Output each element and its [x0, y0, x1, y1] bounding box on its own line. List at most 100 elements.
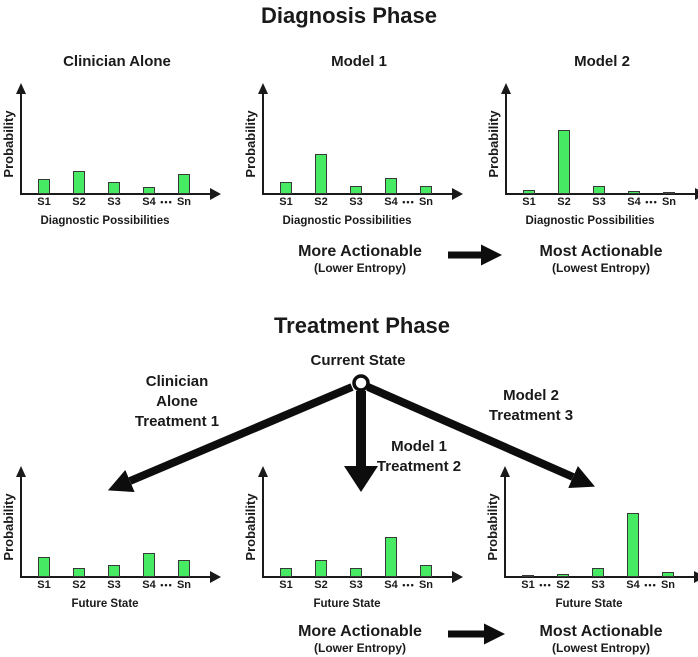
- ellipsis-dots: •••: [539, 580, 552, 590]
- x-axis: [262, 576, 453, 578]
- most-actionable-caption-treatment: Most Actionable (Lowest Entropy): [501, 622, 698, 655]
- treatment-phase-title: Treatment Phase: [273, 313, 451, 338]
- tick-label-S3: S3: [349, 196, 363, 208]
- lowest-entropy-label: (Lowest Entropy): [552, 641, 650, 655]
- tick-label-S1: S1: [522, 196, 536, 208]
- tick-label-S4: S4: [627, 196, 641, 208]
- current-state-node: [352, 374, 370, 392]
- bar-Sn: [178, 560, 190, 577]
- bar-S4: [143, 553, 155, 577]
- tick-label-S1: S1: [37, 579, 51, 591]
- y-axis-arrowhead-icon: [16, 466, 26, 477]
- bar-S3: [593, 186, 605, 194]
- tick-label-Sn: Sn: [176, 196, 192, 208]
- most-actionable-label: Most Actionable: [539, 243, 663, 260]
- branch-label-line: Model 1: [391, 438, 447, 455]
- more-actionable-caption-treatment: More Actionable (Lower Entropy): [260, 622, 460, 655]
- tick-label-S4: S4: [384, 196, 398, 208]
- branch-label-model-2-treatment-3: Model 2 Treatment 3: [431, 386, 631, 426]
- x-axis: [20, 576, 211, 578]
- x-axis: [262, 193, 453, 195]
- bar-S4: [385, 178, 397, 194]
- x-axis-arrowhead-icon: [695, 188, 698, 200]
- bar-S4: [628, 191, 640, 194]
- tick-label-S1: S1: [37, 196, 51, 208]
- bar-Sn: [178, 174, 190, 194]
- tick-label-Sn: Sn: [660, 579, 676, 591]
- branch-label-line: Alone: [156, 393, 198, 410]
- plot-area: [243, 84, 467, 194]
- bar-S1: [38, 179, 50, 194]
- x-axis-arrowhead-icon: [210, 188, 221, 200]
- y-axis-arrowhead-icon: [258, 83, 268, 94]
- bar-S2: [315, 560, 327, 577]
- y-axis-arrowhead-icon: [501, 83, 511, 94]
- tick-label-S3: S3: [349, 579, 363, 591]
- bar-S1: [522, 575, 534, 577]
- more-actionable-label: More Actionable: [298, 623, 422, 640]
- x-axis-title: Future State: [71, 598, 139, 610]
- tick-label-S2: S2: [72, 579, 86, 591]
- bar-S2: [73, 568, 85, 577]
- x-axis: [505, 193, 696, 195]
- tick-label-S2: S2: [556, 579, 570, 591]
- more-actionable-label: More Actionable: [298, 243, 422, 260]
- ellipsis-dots: •••: [402, 197, 415, 207]
- tick-label-S4: S4: [142, 579, 156, 591]
- bar-S4: [143, 187, 155, 194]
- x-axis-title: Diagnostic Possibilities: [525, 215, 655, 227]
- ellipsis-dots: •••: [644, 580, 657, 590]
- x-axis: [20, 193, 211, 195]
- tick-label-S4: S4: [626, 579, 640, 591]
- tick-label-S2: S2: [557, 196, 571, 208]
- tick-label-Sn: Sn: [661, 196, 677, 208]
- bar-S1: [523, 190, 535, 194]
- tick-label-Sn: Sn: [176, 579, 192, 591]
- tick-label-S3: S3: [592, 196, 606, 208]
- chart-title: Clinician Alone: [63, 53, 171, 70]
- x-axis-title: Future State: [555, 598, 623, 610]
- x-axis-title: Diagnostic Possibilities: [40, 215, 170, 227]
- bar-Sn: [663, 192, 675, 194]
- plot-area: [485, 467, 698, 577]
- bar-S1: [38, 557, 50, 577]
- y-axis: [505, 92, 507, 194]
- tick-label-S1: S1: [279, 196, 293, 208]
- bar-S1: [280, 182, 292, 194]
- bar-S4: [627, 513, 639, 577]
- most-actionable-label: Most Actionable: [539, 623, 663, 640]
- tick-label-S2: S2: [314, 196, 328, 208]
- lowest-entropy-label: (Lowest Entropy): [552, 261, 650, 275]
- branch-label-line: Clinician: [145, 373, 209, 390]
- y-axis: [20, 475, 22, 577]
- chart-title: Model 1: [331, 53, 387, 70]
- tick-label-Sn: Sn: [418, 579, 434, 591]
- plot-area: [486, 84, 698, 194]
- y-axis: [20, 92, 22, 194]
- most-actionable-caption-diagnosis: Most Actionable (Lowest Entropy): [501, 242, 698, 275]
- lower-entropy-label: (Lower Entropy): [314, 641, 406, 655]
- bar-Sn: [662, 572, 674, 577]
- bar-Sn: [420, 565, 432, 577]
- tick-label-S2: S2: [314, 579, 328, 591]
- bar-S2: [557, 574, 569, 577]
- bar-S3: [350, 186, 362, 194]
- bar-S2: [73, 171, 85, 194]
- tick-label-S1: S1: [521, 579, 535, 591]
- bar-S2: [315, 154, 327, 194]
- x-tick-labels: S1 S2 S3 S4 Sn•••: [486, 196, 698, 212]
- x-axis: [504, 576, 695, 578]
- y-axis: [262, 92, 264, 194]
- ellipsis-dots: •••: [645, 197, 658, 207]
- branch-label-line: Treatment 3: [488, 407, 574, 424]
